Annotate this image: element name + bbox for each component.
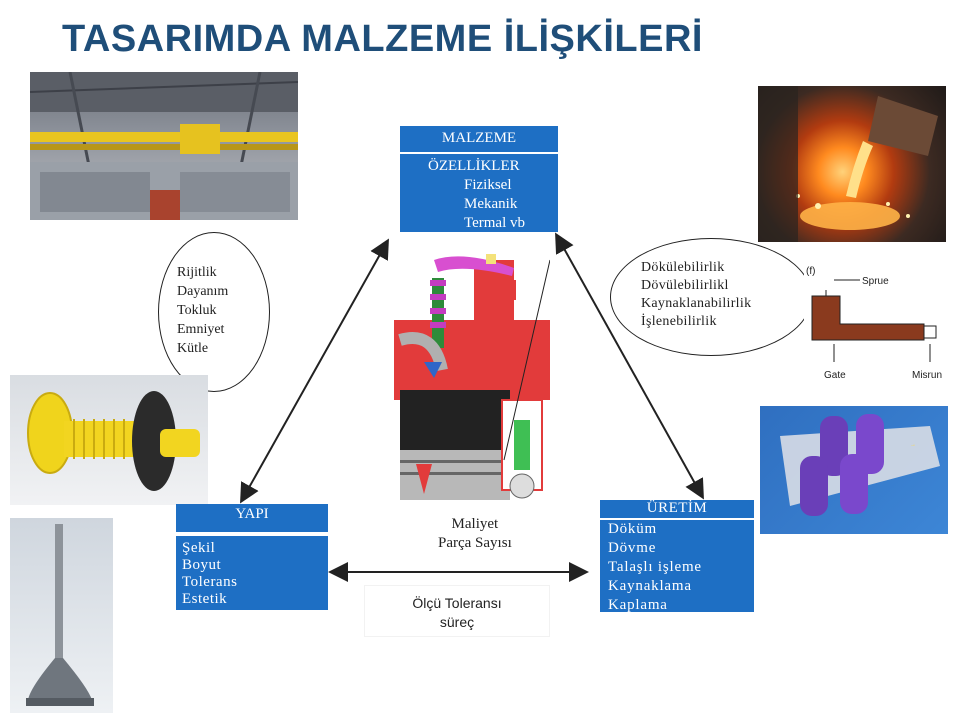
page-title: TASARIMDA MALZEME İLİŞKİLERİ: [62, 18, 703, 60]
malzeme-divider: [400, 152, 558, 154]
diagram-label-sprue: Sprue: [862, 276, 889, 287]
engine-valve-diagram: [394, 250, 551, 508]
cost-line: Maliyet: [451, 516, 499, 532]
uretim-title: ÜRETİM: [646, 500, 708, 516]
property-item: Kütle: [177, 341, 209, 356]
yapi-divider: [176, 532, 328, 536]
yapi-item: Boyut: [182, 557, 222, 573]
tolerance-line: Ölçü Toleransı: [412, 595, 502, 611]
rolling-process-photo: →: [760, 406, 948, 534]
ozellik-item: Termal vb: [464, 215, 526, 231]
diagram-label-gate: Gate: [824, 370, 846, 381]
uretim-divider: [600, 518, 754, 520]
tolerance-line: süreç: [439, 614, 475, 630]
diagram-label-f: (f): [806, 266, 815, 277]
cost-text: Maliyet Parça Sayısı: [438, 515, 512, 553]
left-properties-list: Rijitlik Dayanım Tokluk Emniyet Kütle: [177, 263, 228, 358]
uretim-item: Kaynaklama: [608, 578, 692, 594]
uretim-item: Dövme: [608, 540, 657, 556]
foundry-photo: [758, 86, 946, 242]
arrow-malzeme-yapi: [240, 238, 389, 504]
uretim-box: ÜRETİM Döküm Dövme Talaşlı işleme Kaynak…: [600, 500, 754, 615]
ozellik-item: Fiziksel: [464, 177, 512, 193]
plastic-bolt-photo: [10, 375, 208, 505]
diagram-label-misrun: Misrun: [912, 370, 942, 381]
uretim-list: Döküm Dövme Talaşlı işleme Kaynaklama Ka…: [608, 520, 702, 615]
yapi-list: Şekil Boyut Tolerans Estetik: [182, 540, 237, 608]
tolerance-box: Ölçü Toleransı süreç: [365, 586, 549, 636]
yapi-box: YAPI Şekil Boyut Tolerans Estetik: [176, 504, 328, 610]
crane-photo: [30, 72, 298, 220]
arrow-malzeme-uretim: [555, 232, 704, 500]
malzeme-box: MALZEME ÖZELLİKLER Fiziksel Mekanik Term…: [400, 126, 558, 232]
uretim-item: Döküm: [608, 521, 657, 537]
yapi-item: Şekil: [182, 540, 216, 556]
uretim-item: Kaplama: [608, 597, 668, 613]
yapi-title: YAPI: [235, 506, 269, 522]
property-item: Tokluk: [177, 303, 217, 318]
tolerance-text: Ölçü Toleransı süreç: [365, 594, 549, 632]
ozellikler-heading: ÖZELLİKLER: [428, 158, 520, 174]
yapi-item: Estetik: [182, 591, 228, 607]
property-item: Emniyet: [177, 322, 225, 337]
property-item: Rijitlik: [177, 265, 217, 280]
uretim-item: Talaşlı işleme: [608, 559, 702, 575]
engine-valve-photo: [10, 518, 113, 713]
cost-line: Parça Sayısı: [438, 535, 512, 551]
casting-gate-diagram: (f) Sprue Gate Misrun: [804, 262, 946, 382]
property-item: Dayanım: [177, 284, 229, 299]
svg-text:→: →: [910, 442, 916, 448]
yapi-item: Tolerans: [182, 574, 238, 590]
malzeme-title: MALZEME: [441, 130, 517, 146]
ozellikler-list: Fiziksel Mekanik Termal vb: [464, 176, 525, 233]
ozellik-item: Mekanik: [464, 196, 518, 212]
